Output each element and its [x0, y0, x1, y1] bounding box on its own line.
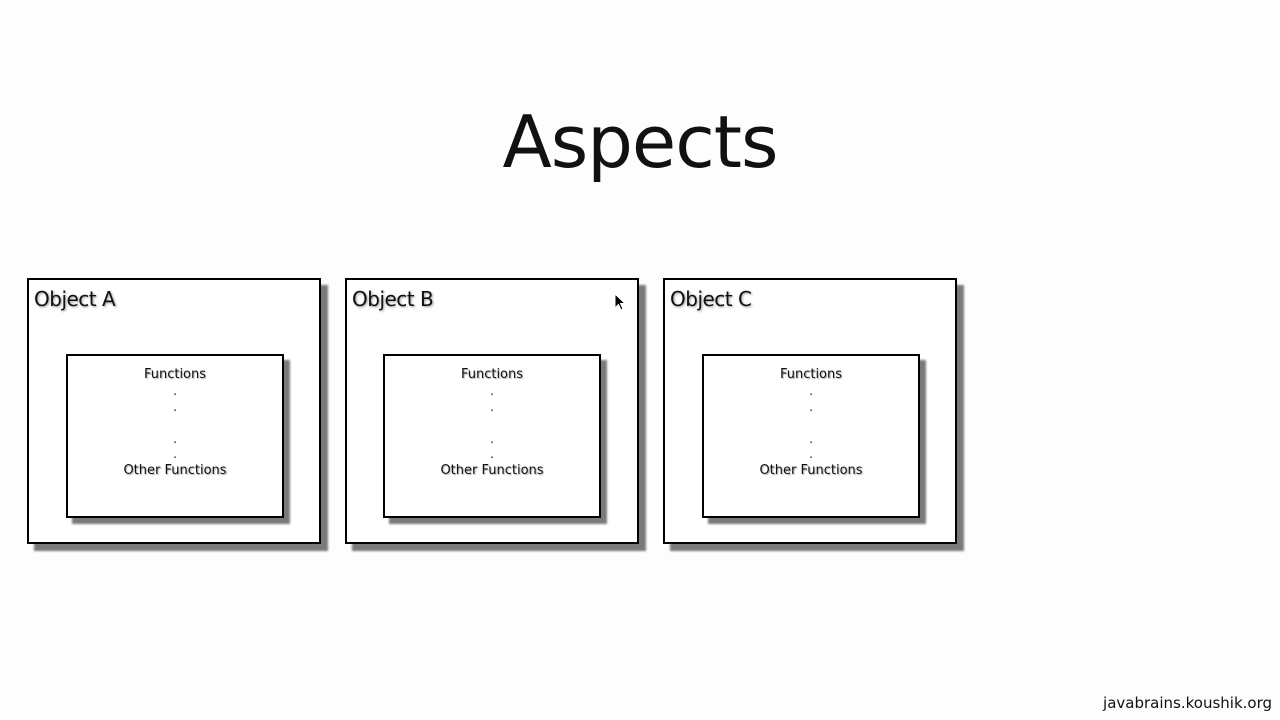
- slide-title: Aspects: [502, 100, 778, 184]
- functions-label: Functions: [143, 367, 207, 382]
- watermark-link: javabrains.koushik.org: [1103, 694, 1272, 712]
- ellipsis-dot: .: [809, 400, 813, 414]
- functions-label: Functions: [460, 367, 524, 382]
- object-a-box: Object A Functions . . . . Other Functio…: [27, 278, 321, 544]
- object-b-label: Object B: [352, 287, 434, 311]
- object-c-functions-box: Functions . . . . Other Functions: [702, 354, 920, 518]
- ellipsis-dot: .: [490, 400, 494, 414]
- ellipsis-dot: .: [490, 447, 494, 461]
- object-c-box: Object C Functions . . . . Other Functio…: [663, 278, 957, 544]
- object-a-functions-box: Functions . . . . Other Functions: [66, 354, 284, 518]
- object-a-label: Object A: [34, 287, 116, 311]
- ellipsis-dot: .: [173, 432, 177, 446]
- other-functions-label: Other Functions: [440, 463, 544, 478]
- other-functions-label: Other Functions: [123, 463, 227, 478]
- ellipsis-dot: .: [809, 447, 813, 461]
- functions-label: Functions: [779, 367, 843, 382]
- ellipsis-dot: .: [809, 384, 813, 398]
- mouse-pointer-icon: [614, 293, 626, 311]
- ellipsis-dot: .: [173, 384, 177, 398]
- other-functions-label: Other Functions: [759, 463, 863, 478]
- ellipsis-dot: .: [490, 432, 494, 446]
- object-c-label: Object C: [670, 287, 752, 311]
- ellipsis-dot: .: [173, 447, 177, 461]
- ellipsis-dot: .: [173, 400, 177, 414]
- ellipsis-dot: .: [809, 432, 813, 446]
- object-b-functions-box: Functions . . . . Other Functions: [383, 354, 601, 518]
- object-b-box: Object B Functions . . . . Other Functio…: [345, 278, 639, 544]
- ellipsis-dot: .: [490, 384, 494, 398]
